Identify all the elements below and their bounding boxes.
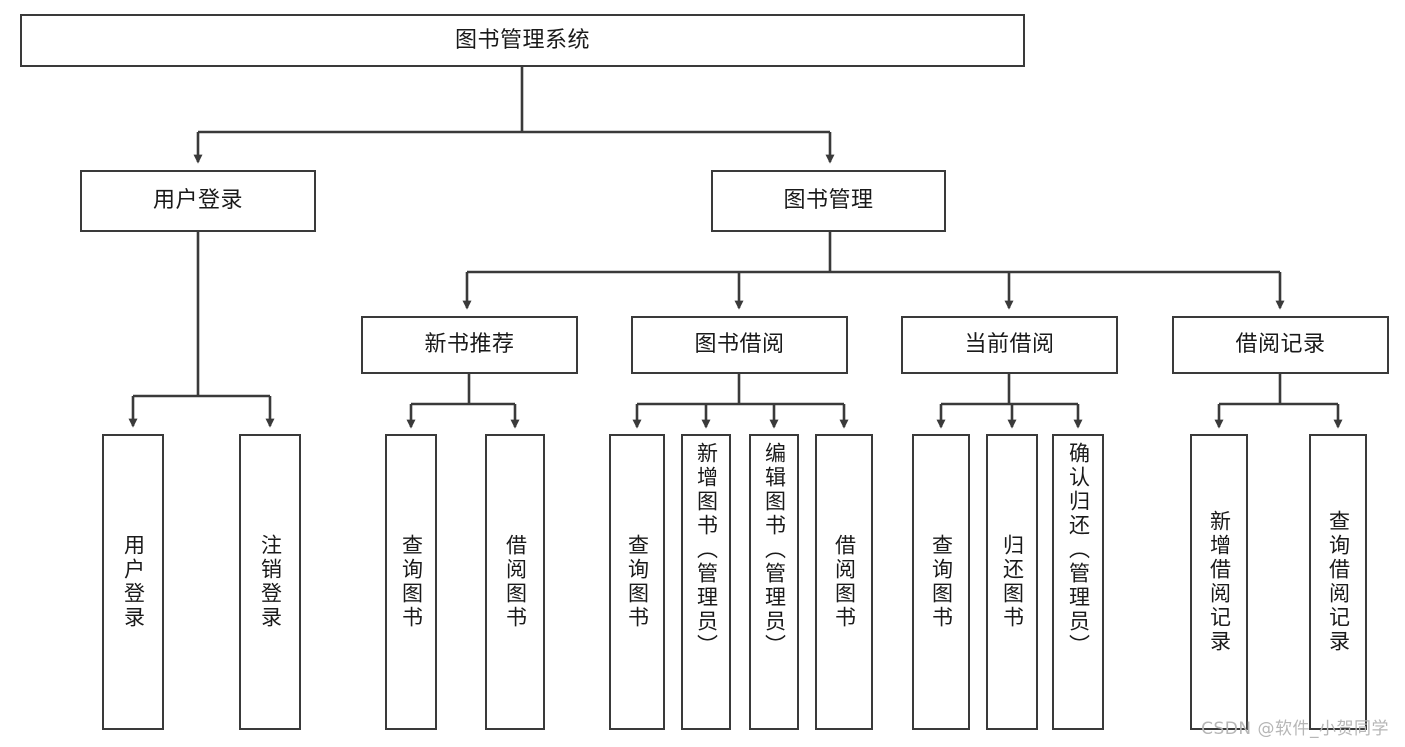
leaf-user-login-label: 用户登录 bbox=[121, 534, 146, 630]
node-borrow-record-label: 借阅记录 bbox=[1235, 332, 1326, 358]
leaf-add-borrow-record[interactable]: 新增借阅记录 bbox=[1190, 434, 1248, 730]
node-book-management[interactable]: 图书管理 bbox=[711, 170, 946, 232]
leaf-user-login[interactable]: 用户登录 bbox=[102, 434, 164, 730]
node-book-management-label: 图书管理 bbox=[783, 188, 874, 214]
leaf-borrow-book[interactable]: 借阅图书 bbox=[815, 434, 873, 730]
leaf-logout-login-label: 注销登录 bbox=[258, 534, 283, 630]
leaf-query-book-borrow-label: 查询图书 bbox=[625, 534, 650, 630]
leaf-add-borrow-record-label: 新增借阅记录 bbox=[1207, 510, 1232, 654]
leaf-query-book-recommend[interactable]: 查询图书 bbox=[385, 434, 437, 730]
leaf-add-book-admin-label: 新增图书（管理员） bbox=[694, 442, 719, 658]
leaf-borrow-book-recommend[interactable]: 借阅图书 bbox=[485, 434, 545, 730]
leaf-query-book-borrow[interactable]: 查询图书 bbox=[609, 434, 665, 730]
leaf-borrow-book-label: 借阅图书 bbox=[832, 534, 857, 630]
leaf-return-book-label: 归还图书 bbox=[1000, 534, 1025, 630]
node-user-login-label: 用户登录 bbox=[152, 188, 243, 214]
node-root[interactable]: 图书管理系统 bbox=[20, 14, 1025, 67]
node-root-label: 图书管理系统 bbox=[454, 27, 590, 53]
leaf-query-book-current[interactable]: 查询图书 bbox=[912, 434, 970, 730]
leaf-add-book-admin[interactable]: 新增图书（管理员） bbox=[681, 434, 731, 730]
node-book-borrow[interactable]: 图书借阅 bbox=[631, 316, 848, 374]
csdn-watermark: CSDN @软件_小贺同学 bbox=[1201, 719, 1389, 739]
node-new-book-recommend[interactable]: 新书推荐 bbox=[361, 316, 578, 374]
leaf-logout-login[interactable]: 注销登录 bbox=[239, 434, 301, 730]
leaf-edit-book-admin[interactable]: 编辑图书（管理员） bbox=[749, 434, 799, 730]
leaf-query-borrow-record-label: 查询借阅记录 bbox=[1326, 510, 1351, 654]
leaf-confirm-return-admin-label: 确认归还（管理员） bbox=[1066, 442, 1091, 658]
leaf-query-book-current-label: 查询图书 bbox=[929, 534, 954, 630]
node-new-book-recommend-label: 新书推荐 bbox=[424, 332, 515, 358]
leaf-return-book[interactable]: 归还图书 bbox=[986, 434, 1038, 730]
node-current-borrow[interactable]: 当前借阅 bbox=[901, 316, 1118, 374]
node-borrow-record[interactable]: 借阅记录 bbox=[1172, 316, 1389, 374]
node-current-borrow-label: 当前借阅 bbox=[964, 332, 1055, 358]
leaf-confirm-return-admin[interactable]: 确认归还（管理员） bbox=[1052, 434, 1104, 730]
leaf-query-borrow-record[interactable]: 查询借阅记录 bbox=[1309, 434, 1367, 730]
node-user-login[interactable]: 用户登录 bbox=[80, 170, 316, 232]
leaf-query-book-recommend-label: 查询图书 bbox=[399, 534, 424, 630]
leaf-borrow-book-recommend-label: 借阅图书 bbox=[503, 534, 528, 630]
node-book-borrow-label: 图书借阅 bbox=[694, 332, 785, 358]
leaf-edit-book-admin-label: 编辑图书（管理员） bbox=[762, 442, 787, 658]
